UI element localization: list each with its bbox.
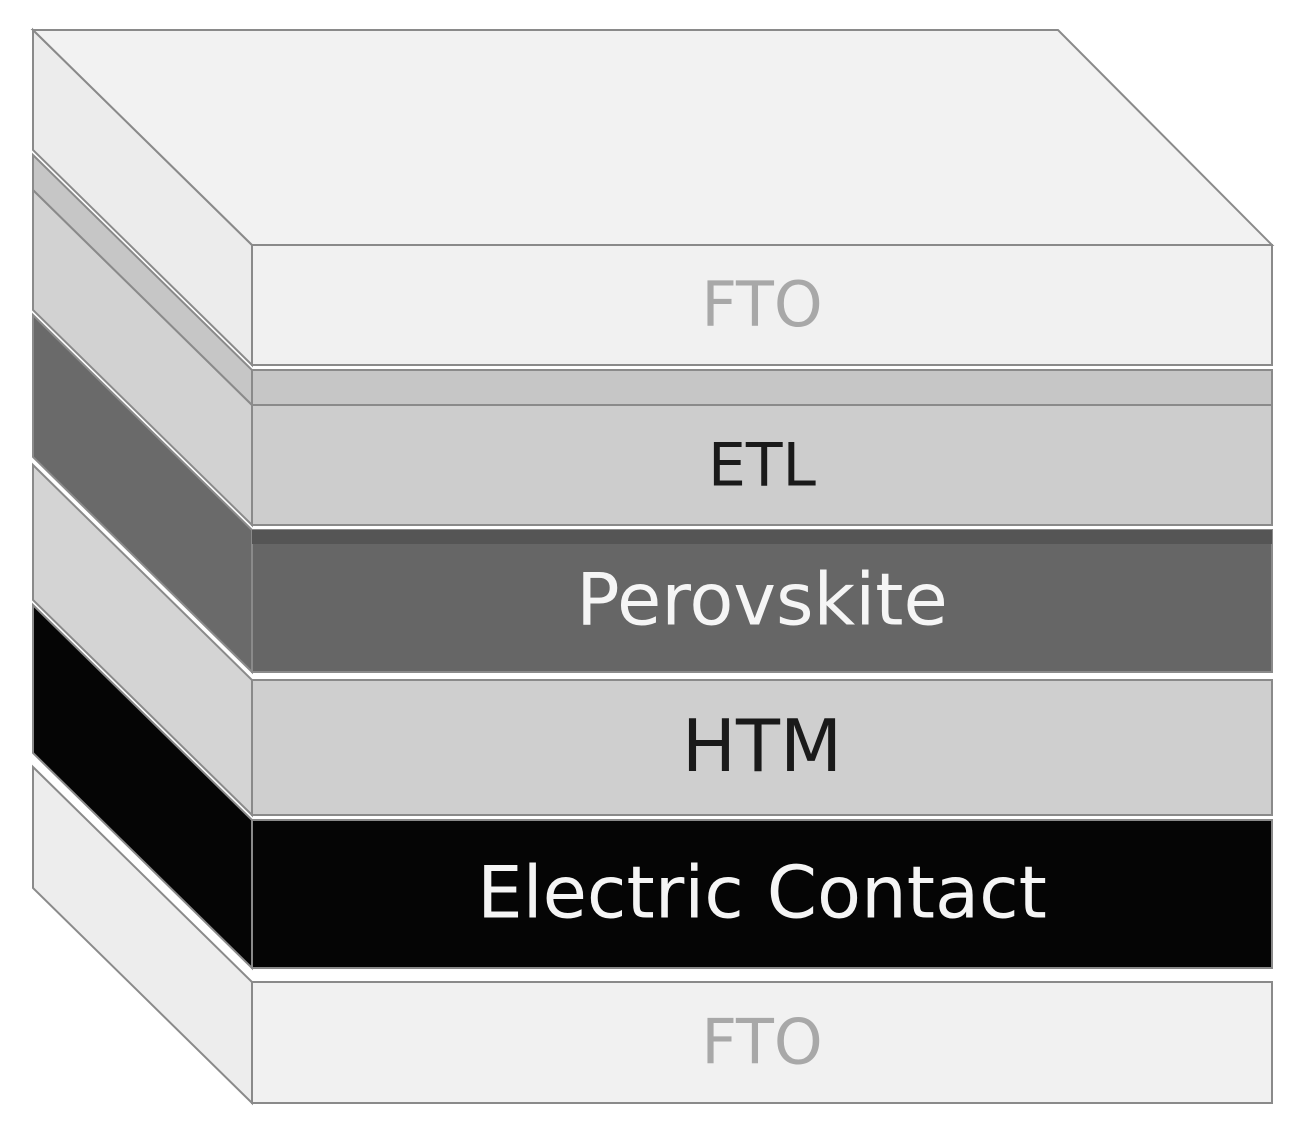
layer-label-fto-bottom: FTO [701, 1006, 822, 1079]
layer-front-face [251, 819, 1273, 969]
layer-top-face [30, 29, 1275, 246]
layer-label-perovskite: Perovskite [576, 558, 948, 642]
layer-etl: ETL [32, 152, 1273, 528]
layer-front-face [251, 244, 1273, 366]
layer-label-htm: HTM [682, 704, 842, 788]
layer-front-face [251, 404, 1273, 526]
layer-top-face [251, 369, 1273, 406]
layer-fto-top: FTO [30, 27, 1275, 368]
layer-electric-contact: Electric Contact [32, 602, 1273, 971]
layer-front-face [251, 981, 1273, 1104]
layer-top-strip [252, 530, 1272, 544]
layer-label-fto-top: FTO [701, 268, 822, 341]
layer-fto-bottom: FTO [32, 764, 1273, 1106]
layer-label-electric-contact: Electric Contact [477, 851, 1047, 935]
layer-htm: HTM [32, 462, 1273, 818]
layer-perovskite: Perovskite [32, 312, 1273, 675]
layer-front-face [251, 529, 1273, 673]
layer-front-face [251, 679, 1273, 816]
layer-label-etl: ETL [708, 431, 817, 501]
